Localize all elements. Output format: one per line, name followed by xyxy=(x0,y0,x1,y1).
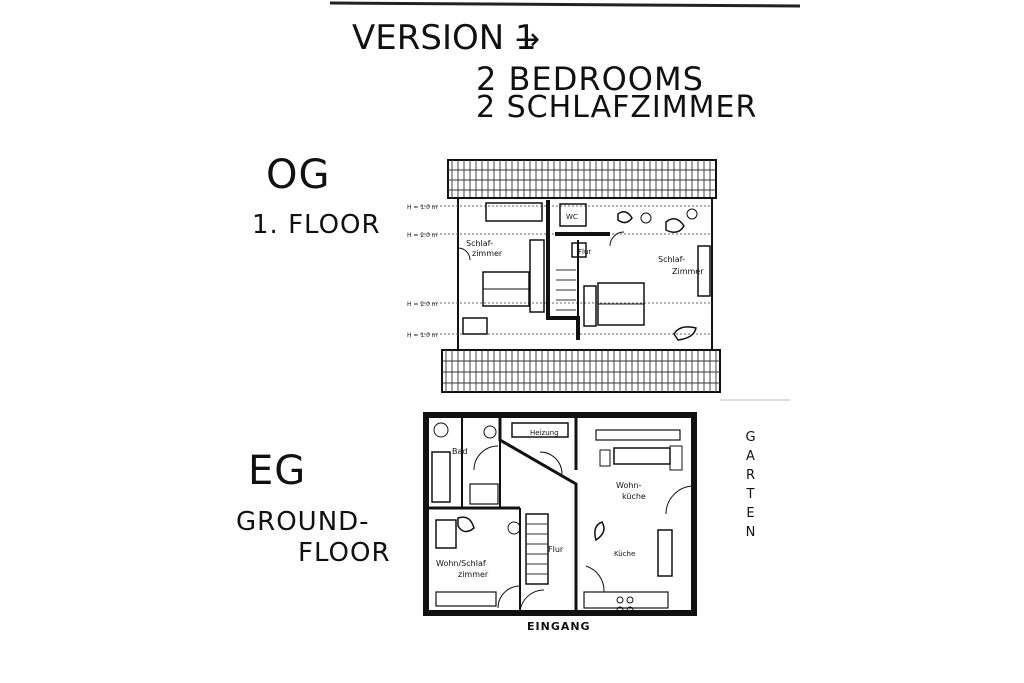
top-rule xyxy=(329,1,801,8)
bedrooms-label: 2 BEDROOMS xyxy=(476,60,704,98)
schlafzimmer-label: 2 SCHLAFZIMMER xyxy=(476,90,758,125)
arrow-icon: → xyxy=(515,22,542,57)
ground-floor-code: EG xyxy=(248,448,307,494)
ground-floor-name-line2: FLOOR xyxy=(298,538,391,568)
entrance-label: EINGANG xyxy=(527,620,591,633)
height-label: H = 2.0 m xyxy=(407,301,438,308)
height-label: H = 2.0 m xyxy=(407,232,438,239)
room-label: Schlaf-zimmer xyxy=(466,239,503,258)
room-label: Bad xyxy=(452,447,467,456)
room-label: Küche xyxy=(614,550,635,558)
upper-floor-plan: H = 1.0 m H = 2.0 m H = 2.0 m H = 1.0 m xyxy=(407,159,721,393)
room-label: Flur xyxy=(578,248,591,256)
room-label: Heizung xyxy=(530,429,559,437)
upper-floor-name: 1. FLOOR xyxy=(252,210,381,240)
upper-floor-code: OG xyxy=(266,152,331,198)
version-title: VERSION 1 xyxy=(352,18,537,58)
room-label: WC xyxy=(566,213,578,221)
room-label: Schlaf-Zimmer xyxy=(658,255,704,276)
ground-floor-name-line1: GROUND- xyxy=(236,507,370,537)
room-label: Flur xyxy=(548,545,564,554)
room-label: Wohn-küche xyxy=(616,481,646,501)
height-label: H = 1.0 m xyxy=(407,204,438,211)
height-label: H = 1.0 m xyxy=(407,332,438,339)
